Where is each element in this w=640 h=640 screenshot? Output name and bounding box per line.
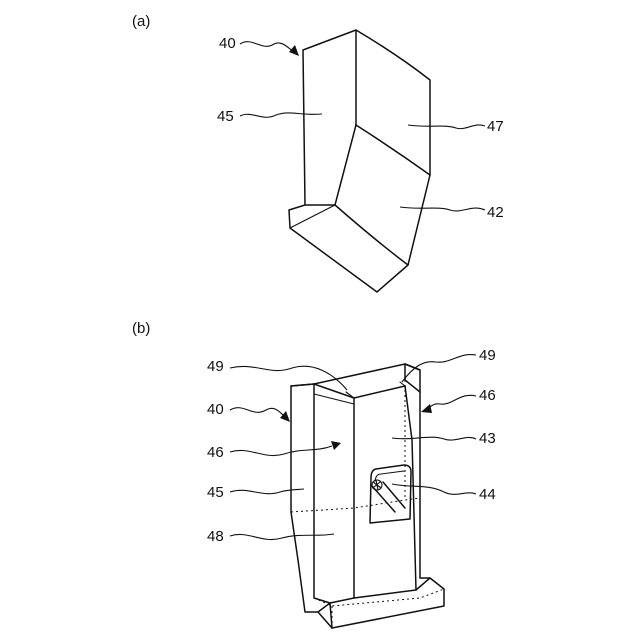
label-43: 43 [479,430,496,447]
leader-46-left [230,446,332,456]
label-44: 44 [479,486,496,503]
label-40-b: 40 [207,401,224,418]
leader-49-left [230,366,347,390]
arrow-40-b [280,411,290,422]
label-45-b: 45 [207,484,224,501]
leader-45-b [230,489,304,494]
leader-49-right [402,355,476,382]
label-47-a: 47 [487,118,504,135]
arrow-46-right [421,404,432,413]
label-49-right: 49 [479,347,496,364]
label-40-a: 40 [219,35,236,52]
leader-45-a [240,113,322,117]
panel-a-caption: (a) [132,13,150,30]
block-40-rear-view [291,364,444,628]
leader-43 [392,437,476,440]
panel-a: (a) 40 45 47 42 [132,13,504,292]
panel-b: (b) [132,320,496,628]
label-49-left: 49 [207,358,224,375]
label-48: 48 [207,528,224,545]
leader-48 [230,534,334,540]
leader-40-b [230,408,284,416]
arrow-46-left [331,441,341,450]
leader-44 [392,484,476,494]
block-40-side-view [289,30,430,292]
leader-40-a [240,42,294,52]
leader-42-a [400,207,485,211]
arrow-40-a [289,45,299,56]
label-42-a: 42 [487,204,504,221]
label-46-right: 46 [479,387,496,404]
panel-b-caption: (b) [132,320,150,337]
label-45-a: 45 [217,108,234,125]
leader-46-right [428,395,476,408]
leader-47-a [408,125,485,129]
label-46-left: 46 [207,444,224,461]
